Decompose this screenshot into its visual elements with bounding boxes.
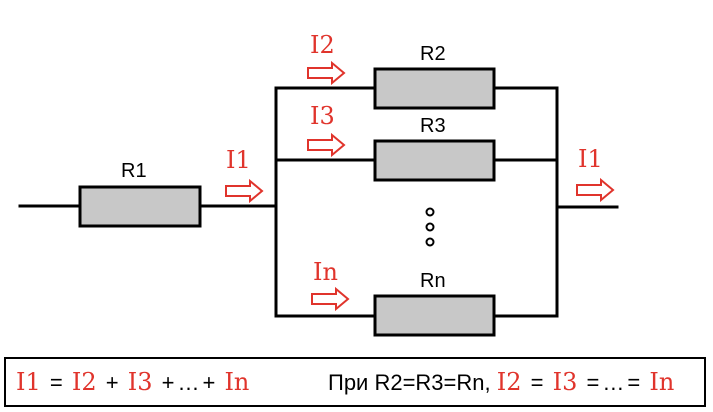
formula-right-in: In xyxy=(649,368,675,396)
formula-ellipsis: … xyxy=(177,370,200,395)
resistor-r3-label: R3 xyxy=(420,115,446,137)
formula-right-equals-1: = xyxy=(530,370,544,395)
formula-plus-1: + xyxy=(105,370,119,395)
current-sum-formula: I1 = I2 + I3 +…+ In xyxy=(16,368,249,396)
ellipsis-dot-1 xyxy=(425,207,435,217)
current-i3-label: I3 xyxy=(310,102,335,130)
current-in-label: I1 xyxy=(226,146,251,174)
resistor-r3 xyxy=(373,139,496,182)
formula-right-ellipsis: … xyxy=(602,370,625,395)
current-out-label: I1 xyxy=(578,145,603,173)
resistor-rn-label: Rn xyxy=(420,270,446,292)
current-i2-label: I2 xyxy=(310,31,335,59)
current-i3-arrow xyxy=(307,132,346,158)
current-in-branch-label: In xyxy=(313,258,338,286)
formula-in: In xyxy=(224,368,250,396)
formula-i2: I2 xyxy=(71,368,97,396)
resistor-r1 xyxy=(78,185,202,228)
resistor-rn xyxy=(373,294,496,337)
formula-i1: I1 xyxy=(16,368,41,396)
formula-plus-3: + xyxy=(202,370,216,395)
equal-resistance-formula: При R2=R3=Rn, I2 = I3 =…= In xyxy=(328,368,674,396)
ellipsis-dot-3 xyxy=(425,237,435,247)
formula-right-equals-2: = xyxy=(586,370,600,395)
current-i2-arrow xyxy=(307,60,346,86)
formula-condition: При R2=R3=Rn, xyxy=(328,370,491,395)
current-out-arrow xyxy=(576,177,615,203)
formula-right-equals-3: = xyxy=(627,370,641,395)
formula-plus-2: + xyxy=(161,370,175,395)
resistor-r1-label: R1 xyxy=(121,160,147,182)
ellipsis-dot-2 xyxy=(425,222,435,232)
current-in-branch-arrow xyxy=(311,286,350,312)
resistor-r2 xyxy=(373,67,496,110)
formula-right-i3: I3 xyxy=(552,368,578,396)
current-in-arrow xyxy=(225,178,264,204)
formula-equals: = xyxy=(49,370,63,395)
formula-right-i2: I2 xyxy=(496,368,522,396)
formula-i3: I3 xyxy=(127,368,153,396)
formula-box: I1 = I2 + I3 +…+ In При R2=R3=Rn, I2 = I… xyxy=(4,357,706,407)
resistor-r2-label: R2 xyxy=(420,43,446,65)
